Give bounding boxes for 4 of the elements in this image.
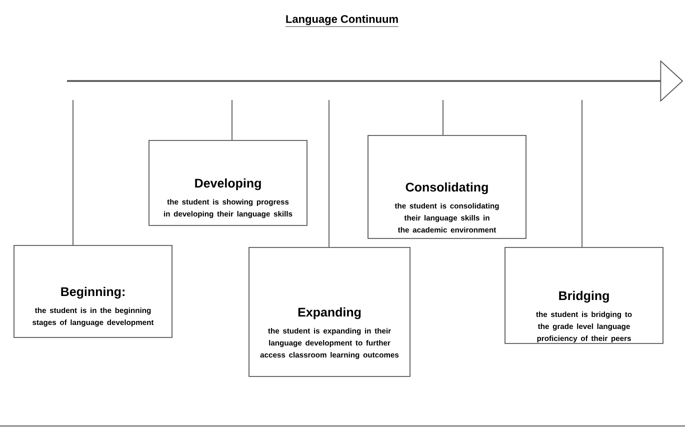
connector-line bbox=[328, 100, 330, 248]
title: Language Continuum bbox=[285, 14, 399, 27]
connector-line bbox=[442, 100, 444, 136]
connector-line bbox=[72, 100, 74, 246]
